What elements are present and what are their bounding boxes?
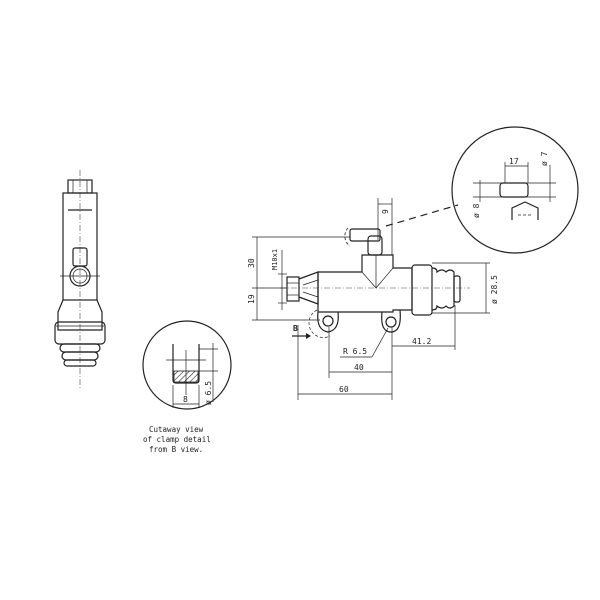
side-view: 9 30 19 M10x1 ø 28.5 R 6.5 41.2 40 60 B [247, 198, 499, 400]
dim-60: 60 [339, 385, 349, 394]
dim-dia-28-5: ø 28.5 [490, 275, 499, 304]
dim-41-2: 41.2 [412, 337, 431, 346]
clamp-caption-line-2: of clamp detail [143, 435, 211, 444]
dim-9: 9 [381, 209, 390, 214]
detail-dim-17: 17 [509, 157, 519, 166]
clamp-caption-line-3: from B view. [149, 445, 203, 454]
end-view [54, 170, 106, 390]
dim-r-6-5: R 6.5 [343, 347, 367, 356]
fitting-detail: 17 ø 7 ø 8 [451, 126, 579, 254]
dim-19: 19 [247, 294, 256, 304]
view-marker-b: B [293, 324, 298, 333]
dim-thread: M10x1 [271, 249, 279, 270]
dim-40: 40 [354, 363, 364, 372]
detail-dim-dia-7: ø 7 [540, 151, 549, 166]
clamp-dim-dia-6-5: ø 6.5 [204, 381, 213, 405]
detail-dim-dia-8: ø 8 [472, 203, 481, 218]
clamp-dim-8: 8 [183, 395, 188, 404]
clamp-caption-line-1: Cutaway view [149, 425, 204, 434]
dim-30: 30 [247, 258, 256, 268]
clamp-detail: 8 ø 6.5 Cutaway view of clamp detail fro… [142, 320, 232, 454]
